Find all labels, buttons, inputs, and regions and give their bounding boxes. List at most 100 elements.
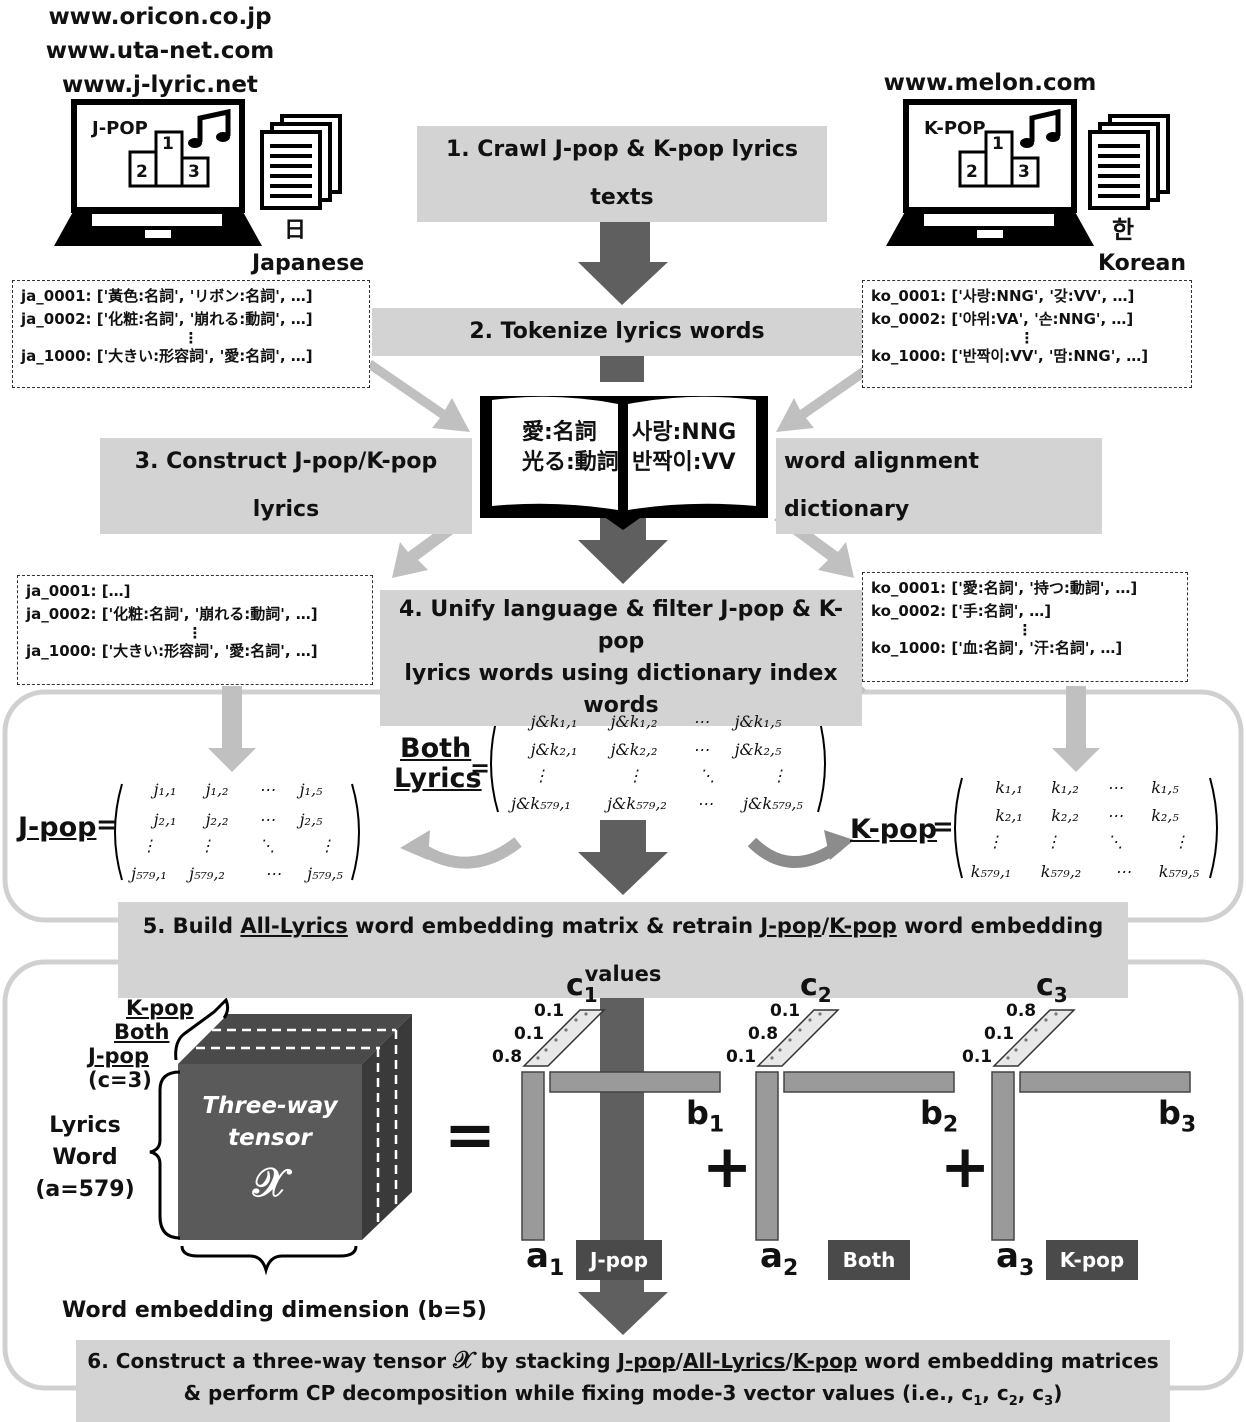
- list-item: ja_1000: ['大きい:形容詞', '愛:名詞', …]: [21, 347, 313, 365]
- b-letter: b: [1158, 1094, 1181, 1132]
- tensor-a-label: Lyrics Word (a=579): [30, 1110, 140, 1206]
- list-item: ja_0001: […]: [26, 582, 131, 600]
- step6-kpop: K-pop: [792, 1349, 858, 1373]
- step6-line2: & perform CP decomposition while fixing …: [76, 1377, 1170, 1418]
- step6-line1: 6. Construct a three-way tensor 𝒳 by sta…: [76, 1344, 1170, 1377]
- tag-kpop: K-pop: [1046, 1240, 1138, 1280]
- c3-val-2: 0.1: [984, 1024, 1015, 1044]
- step5-kpop: K-pop: [829, 914, 897, 938]
- matrix-cell: j₂,₅: [299, 810, 323, 829]
- c-letter: c: [1036, 968, 1054, 1003]
- laptop-japanese-icon: [54, 99, 262, 246]
- plus-sign-1: +: [702, 1132, 753, 1202]
- a-subscript: 3: [1018, 1255, 1035, 1281]
- a3-label: a3: [996, 1236, 1034, 1281]
- c3-val-1: 0.8: [1006, 1001, 1037, 1021]
- ko-token-list: ko_0001: ['사랑:NNG', '갖:VV', …] ko_0002: …: [862, 280, 1192, 388]
- matrix-cell: ⋮: [141, 836, 157, 855]
- step4-line1: 4. Unify language & filter J-pop & K-pop: [399, 597, 843, 654]
- list-item: ko_0002: ['手:名詞', …]: [871, 602, 1052, 620]
- korean-char: 한: [1112, 216, 1135, 244]
- source-url-melon[interactable]: www.melon.com: [883, 70, 1097, 96]
- list-item: ja_0001: ['黃色:名詞', 'リボン:名詞', …]: [21, 287, 313, 305]
- a-subscript: 2: [782, 1255, 799, 1281]
- a-letter: a: [996, 1236, 1019, 1276]
- matrix-cell: ⋯: [693, 712, 709, 731]
- both-matrix-name: Both Lyrics: [394, 733, 482, 794]
- step5-all-lyrics: All-Lyrics: [240, 914, 348, 938]
- tensor-title: Three-way tensor 𝒳: [182, 1090, 358, 1212]
- step6-end: ): [1053, 1381, 1063, 1405]
- c2-val-2: 0.8: [748, 1024, 779, 1044]
- matrix-cell: k₁,₂: [1051, 778, 1079, 797]
- jpop-eq: =: [96, 810, 118, 840]
- matrix-cell: ⋮: [199, 836, 215, 855]
- dict-right: 사랑:NNG 반짝이:VV: [632, 418, 736, 478]
- matrix-cell: k₅₇₉,₅: [1158, 862, 1200, 881]
- step6-text: & perform CP decomposition while fixing …: [183, 1381, 974, 1405]
- list-item: ko_1000: ['血:名詞', '汗:名詞', …]: [871, 639, 1123, 657]
- matrix-cell: k₁,₁: [995, 778, 1023, 797]
- matrix-cell: j&k₅₇₉,₅: [743, 794, 803, 813]
- dict-entry: 光る:動詞: [522, 450, 619, 475]
- japanese-sources: www.oricon.co.jp www.uta-net.com www.j-l…: [10, 0, 310, 102]
- tensor-word: Word: [52, 1145, 118, 1170]
- b-subscript: 2: [942, 1112, 959, 1138]
- matrix-cell: j&k₁,₂: [610, 712, 658, 731]
- step5-text: 5. Build: [142, 914, 241, 938]
- matrix-cell: j₁,₂: [205, 780, 229, 799]
- source-url-jlyric[interactable]: www.j-lyric.net: [62, 72, 258, 98]
- matrix-cell: k₂,₁: [995, 806, 1023, 825]
- c1-val-2: 0.1: [514, 1024, 545, 1044]
- both-name-line2: Lyrics: [394, 763, 482, 794]
- dict-entry: 사랑:NNG: [632, 420, 737, 445]
- c-letter: c: [800, 968, 818, 1003]
- matrix-cell: j&k₂,₂: [610, 740, 658, 759]
- step5-text: word embedding values: [584, 914, 1104, 986]
- matrix-cell: k₂,₂: [1051, 806, 1079, 825]
- c-subscript: 2: [817, 983, 832, 1007]
- rank-3: 3: [188, 162, 200, 182]
- step6-slash: /: [785, 1349, 793, 1373]
- matrix-cell: k₂,₅: [1151, 806, 1179, 825]
- ja-token-list: ja_0001: ['黃色:名詞', 'リボン:名詞', …] ja_0002:…: [12, 280, 370, 388]
- matrix-cell: j&k₁,₁: [530, 712, 578, 731]
- b-subscript: 3: [1180, 1112, 1197, 1138]
- step5-text: word embedding matrix & retrain: [347, 914, 761, 938]
- matrix-cell: j₅₇₉,₅: [307, 864, 343, 883]
- dict-left: 愛:名詞 光る:動詞: [522, 418, 619, 478]
- matrix-cell: j₂,₁: [153, 810, 177, 829]
- step6-sub: 2: [1008, 1394, 1018, 1409]
- step6-sub: 1: [973, 1394, 983, 1409]
- a-letter: a: [760, 1236, 783, 1276]
- matrix-cell: k₅₇₉,₂: [1040, 862, 1082, 881]
- jpop-matrix: j₁,₁ j₁,₂ ⋯ j₁,₅ j₂,₁ j₂,₂ ⋯ j₂,₅ ⋮ ⋮ ⋱ …: [120, 780, 360, 884]
- list-item: ja_0002: ['化粧:名詞', '崩れる:動詞', …]: [26, 605, 318, 623]
- tensor-title-2: tensor: [228, 1125, 312, 1151]
- step6-text: word embedding matrices: [857, 1349, 1159, 1373]
- c1-label: c1: [566, 968, 598, 1007]
- tensor-symbol: 𝒳: [252, 1160, 288, 1206]
- matrix-cell: ⋯: [1107, 806, 1123, 825]
- matrix-cell: ⋮: [1173, 832, 1189, 851]
- matrix-cell: ⋱: [1107, 832, 1123, 851]
- source-url-oricon[interactable]: www.oricon.co.jp: [48, 4, 272, 30]
- list-item: ko_0002: ['야위:VA', '손:NNG', …]: [871, 310, 1134, 328]
- arrow-step5-6: [600, 952, 644, 1292]
- step6-slash: /: [675, 1349, 683, 1373]
- tensor-b-label: Word embedding dimension (b=5): [62, 1298, 487, 1323]
- documents-korean-icon: [1088, 114, 1170, 210]
- both-name-line1: Both: [400, 733, 472, 764]
- source-url-utanet[interactable]: www.uta-net.com: [45, 38, 275, 64]
- list-item: ja_1000: ['大きい:形容詞', '愛:名詞', …]: [26, 642, 318, 660]
- step6-sub: 3: [1044, 1394, 1054, 1409]
- step3-left: 3. Construct J-pop/K-pop lyrics: [100, 438, 472, 534]
- rank-3-kr: 3: [1018, 162, 1030, 182]
- both-matrix: j&k₁,₁ j&k₁,₂ ⋯ j&k₁,₅ j&k₂,₁ j&k₂,₂ ⋯ j…: [496, 712, 826, 816]
- matrix-cell: j&k₁,₅: [734, 712, 782, 731]
- c2-label: c2: [800, 968, 832, 1007]
- matrix-cell: ⋮: [1045, 832, 1061, 851]
- b3-label: b3: [1158, 1094, 1196, 1137]
- tensor-c-label: (c=3): [88, 1068, 152, 1092]
- c3-label: c3: [1036, 968, 1068, 1007]
